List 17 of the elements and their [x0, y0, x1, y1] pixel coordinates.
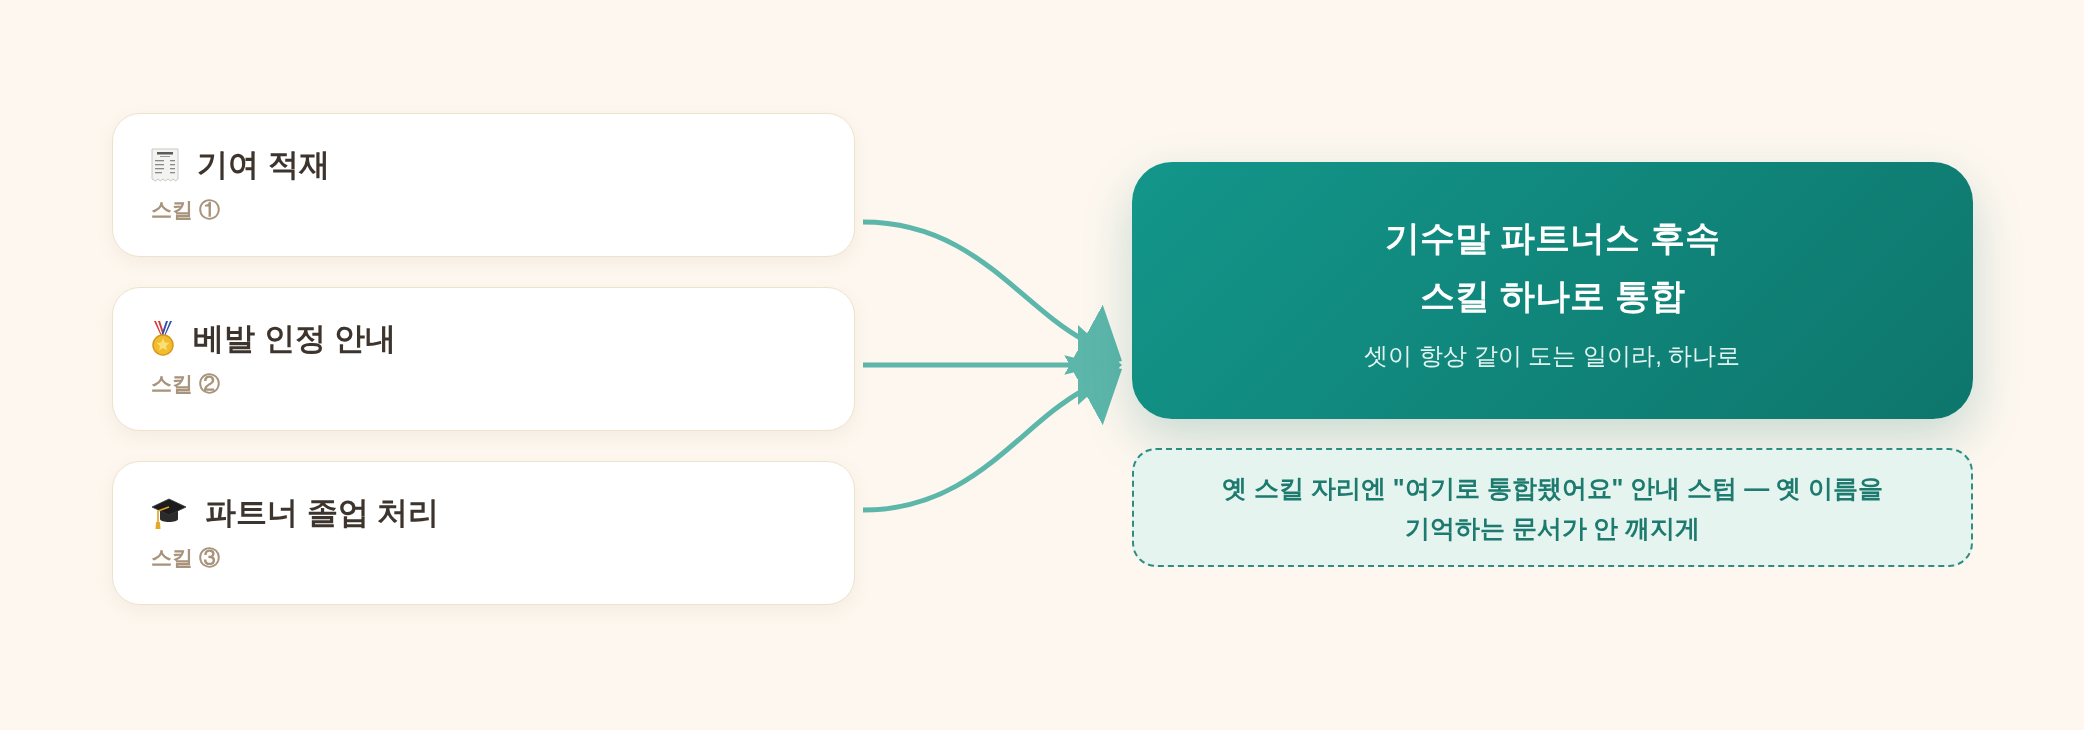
card-subtitle: 스킬 ② — [151, 372, 220, 395]
card-title: 파트너 졸업 처리 — [205, 494, 440, 532]
note-text: 옛 스킬 자리엔 "여기로 통합됐어요" 안내 스텁 — 옛 이름을 기억하는 문서가 안 깨지게 — [1221, 473, 1884, 542]
card-title: 기여 적재 — [197, 146, 330, 184]
card-subtitle: 스킬 ① — [151, 198, 220, 221]
arrow — [862, 356, 1121, 513]
note-box — [1132, 448, 1973, 567]
card-title: 베발 인정 안내 — [193, 320, 397, 358]
skill-card — [112, 287, 855, 431]
arrow — [863, 325, 1122, 405]
arrow — [862, 219, 1121, 374]
box-subtitle: 셋이 항상 같이 도는 일이라, 하나로 — [1364, 341, 1741, 369]
card-subtitle: 스킬 ③ — [151, 546, 220, 569]
skill-card — [112, 113, 855, 257]
box-title: 기수말 파트너스 후속 스킬 하나로 통합 — [1385, 217, 1720, 315]
skill-card — [112, 461, 855, 605]
merged-skill-box — [1132, 162, 1973, 419]
